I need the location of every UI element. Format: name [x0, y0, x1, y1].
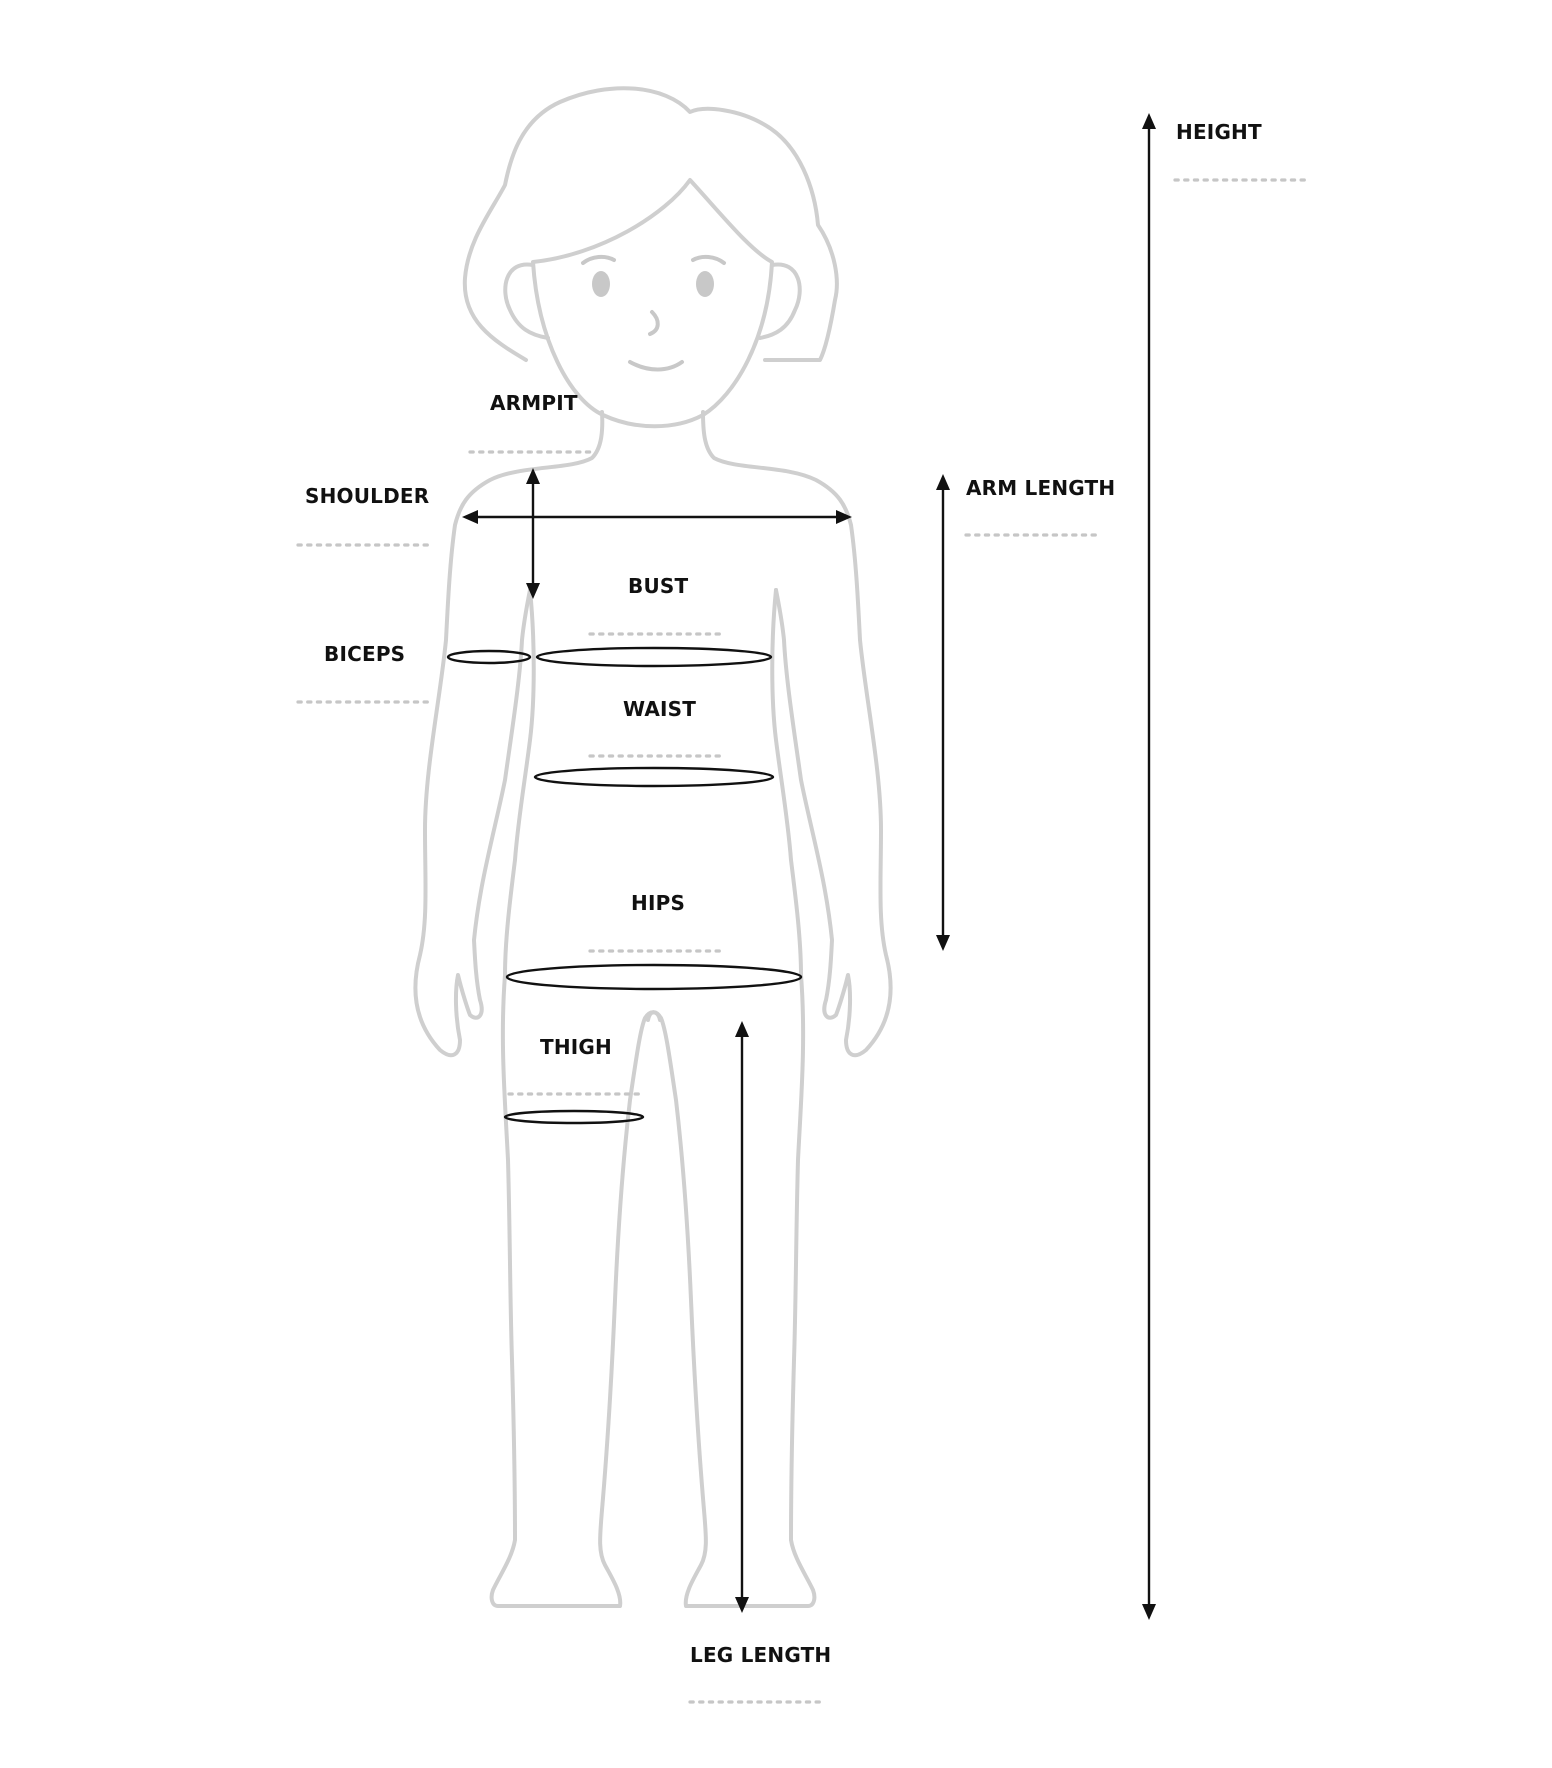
height-arrowhead-bottom: [1142, 1604, 1156, 1620]
height-arrowhead-top: [1142, 113, 1156, 129]
left-eyebrow: [581, 254, 616, 265]
bust-label: BUST: [628, 574, 688, 598]
waist-ring: [533, 766, 775, 788]
biceps-label: BICEPS: [324, 642, 405, 666]
measurement-arrows: [462, 113, 1156, 1620]
right-eye: [696, 271, 714, 297]
mouth: [628, 360, 684, 372]
thigh-ring: [503, 1109, 645, 1125]
leg-length-label: LEG LENGTH: [690, 1643, 831, 1667]
left-ear: [503, 262, 550, 340]
arm-length-label: ARM LENGTH: [966, 476, 1115, 500]
nose: [648, 310, 660, 336]
upper-body-outline-right: [701, 410, 893, 1058]
armpit-arrowhead-bottom: [526, 583, 540, 599]
shoulder-label: SHOULDER: [305, 484, 429, 508]
armpit-label: ARMPIT: [490, 391, 578, 415]
height-label: HEIGHT: [1176, 120, 1262, 144]
child-figure: [413, 86, 893, 1608]
measurement-labels: HEIGHT ARMPIT SHOULDER ARM LENGTH BUST B…: [305, 120, 1262, 1667]
waist-label: WAIST: [623, 697, 696, 721]
face-outline: [531, 178, 774, 429]
right-leg-outline: [646, 973, 817, 1608]
upper-body-outline: [413, 410, 605, 1058]
right-ear: [758, 262, 802, 340]
leg-length-arrowhead-top: [735, 1021, 749, 1037]
arm-length-arrowhead-bottom: [936, 935, 950, 951]
hips-label: HIPS: [631, 891, 685, 915]
value-lines: [296, 178, 1307, 1704]
armpit-arrowhead-top: [526, 468, 540, 484]
right-eyebrow: [691, 254, 726, 265]
hair-outline: [462, 86, 839, 362]
torso-left-side: [503, 588, 536, 977]
thigh-label: THIGH: [540, 1035, 612, 1059]
shoulder-arrowhead-right: [836, 510, 852, 524]
arm-length-arrowhead-top: [936, 474, 950, 490]
hips-ring: [505, 963, 803, 991]
shoulder-arrowhead-left: [462, 510, 478, 524]
bust-ring: [535, 646, 773, 668]
torso-right-side: [770, 588, 803, 977]
measurement-rings: [446, 646, 803, 1125]
left-eye: [592, 271, 610, 297]
leg-length-arrowhead-bottom: [735, 1597, 749, 1613]
left-leg-outline: [489, 973, 662, 1608]
biceps-ring: [446, 649, 532, 665]
